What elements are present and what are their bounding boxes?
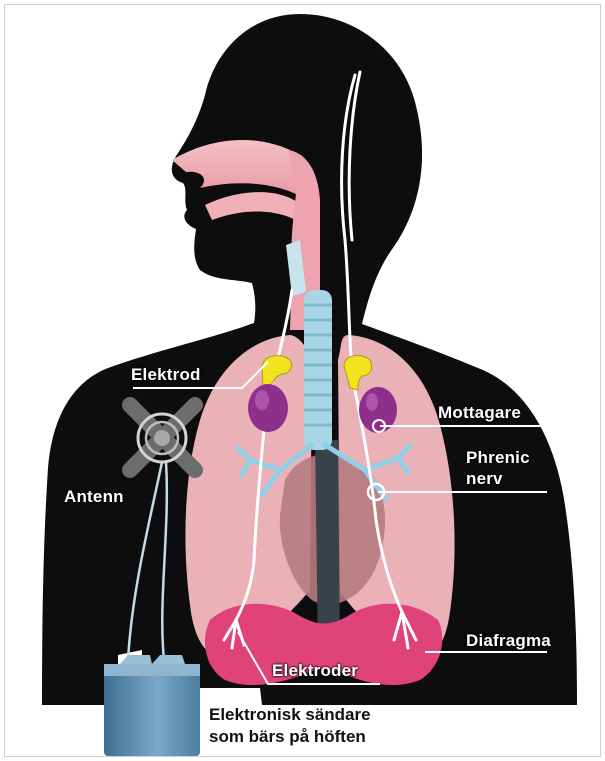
esophagus (315, 440, 340, 650)
caption-line-1: Elektronisk sändare (209, 704, 371, 726)
left-receiver-shine (255, 390, 269, 410)
transmitter-caption: Elektronisk sändare som bärs på höften (209, 704, 371, 748)
label-nerv: nerv (466, 468, 503, 489)
label-phrenic: Phrenic (466, 447, 530, 468)
left-receiver (248, 384, 288, 432)
label-elektroder: Elektroder (272, 660, 358, 681)
caption-line-2: som bärs på höften (209, 726, 371, 748)
label-mottagare: Mottagare (438, 402, 521, 423)
right-receiver-shine (366, 393, 378, 411)
label-diafragma: Diafragma (466, 630, 551, 651)
label-antenn: Antenn (64, 486, 124, 507)
transmitter-box (104, 655, 200, 756)
label-elektrod: Elektrod (131, 364, 201, 385)
